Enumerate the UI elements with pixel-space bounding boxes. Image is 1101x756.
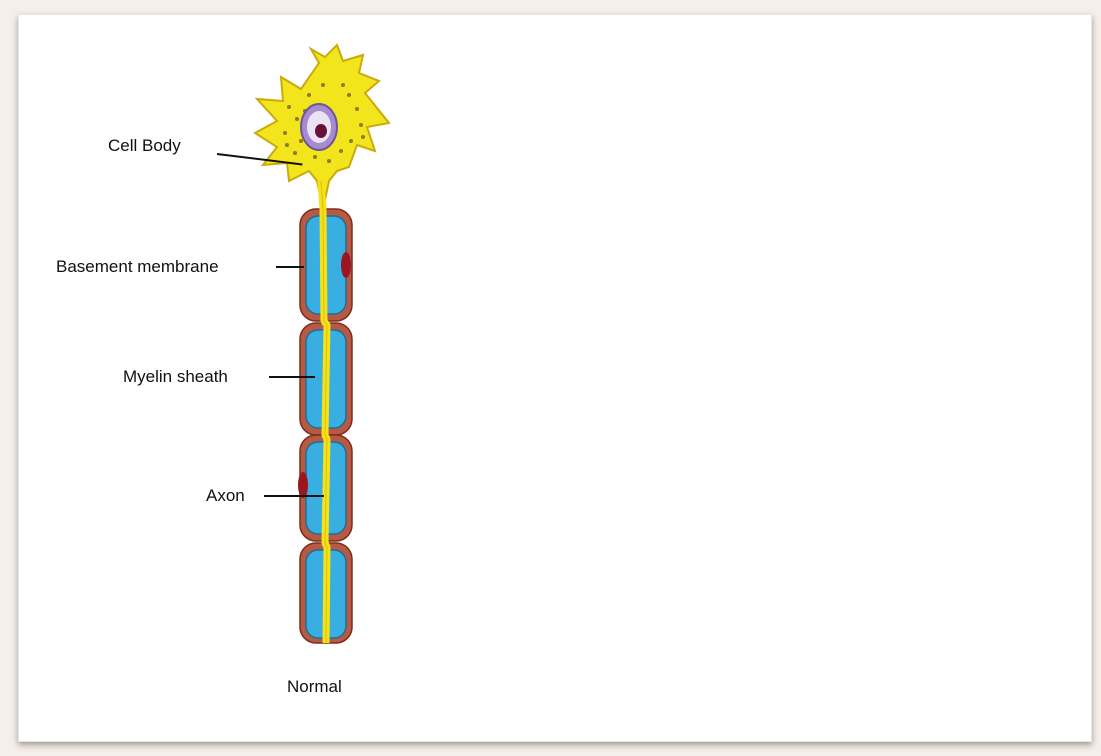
diagram-card: Cell Body Basement membrane Myelin sheat… [18,14,1092,742]
axon-leader [264,495,324,497]
caption-normal: Normal [287,677,342,697]
myelin-sheath-leader [269,376,315,378]
axon-label: Axon [206,486,245,506]
schwann-nucleus [341,252,351,278]
basement-membrane-leader [276,266,304,268]
basement-membrane-label: Basement membrane [56,257,219,277]
nucleolus [315,124,327,138]
cell-body-label: Cell Body [108,136,181,156]
myelin-sheath-label: Myelin sheath [123,367,228,387]
